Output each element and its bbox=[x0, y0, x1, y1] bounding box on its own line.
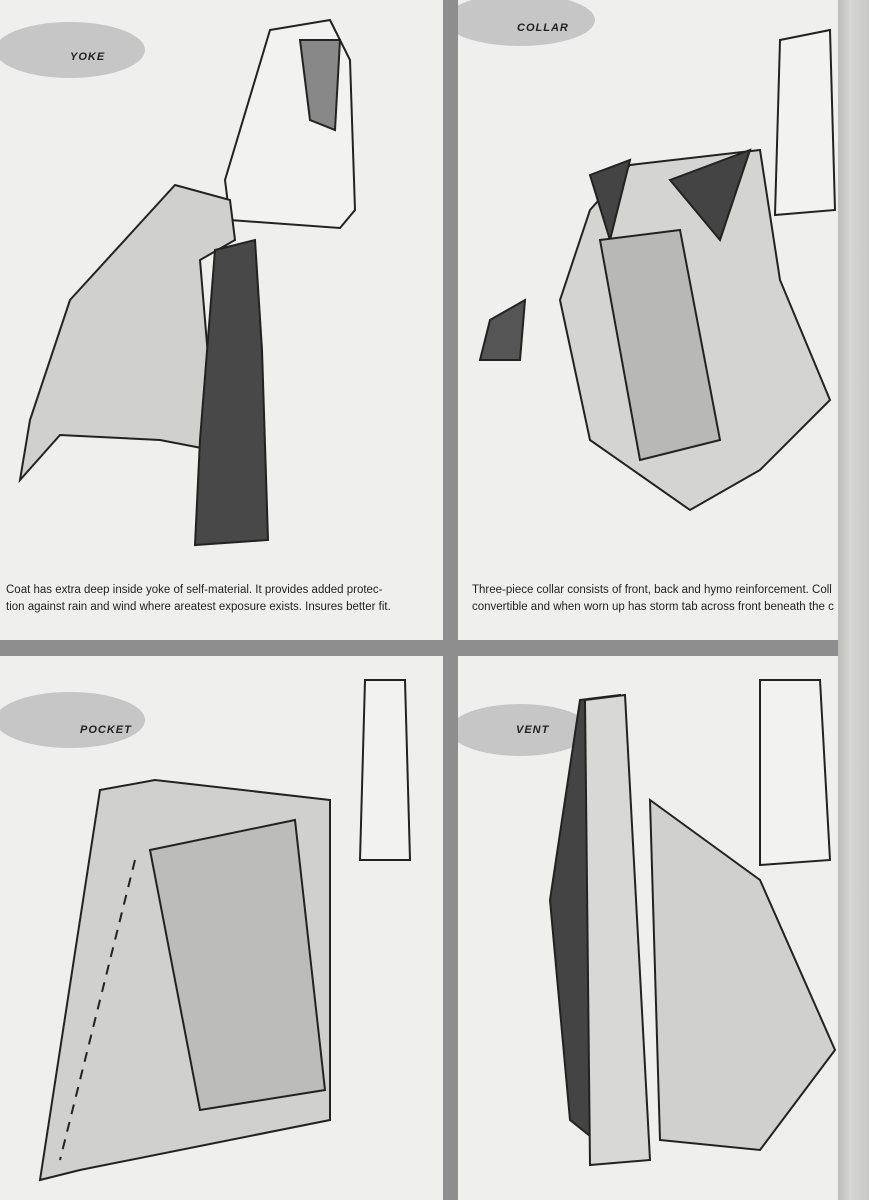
caption-line: convertible and when worn up has storm t… bbox=[472, 601, 834, 613]
horizontal-divider bbox=[0, 640, 838, 656]
caption-line: Three-piece collar consists of front, ba… bbox=[472, 584, 832, 596]
yoke-illustration bbox=[18, 18, 357, 547]
yoke-caption: Coat has extra deep inside yoke of self-… bbox=[6, 582, 391, 616]
vent-illustration bbox=[548, 679, 837, 1167]
pocket-label: POCKET bbox=[80, 724, 132, 736]
collar-illustration bbox=[478, 28, 837, 512]
page-edge bbox=[838, 0, 869, 1200]
vertical-divider bbox=[443, 0, 458, 1200]
vent-label: VENT bbox=[516, 724, 550, 736]
pocket-illustration bbox=[38, 679, 412, 1182]
collar-label: COLLAR bbox=[517, 22, 569, 34]
caption-line: Coat has extra deep inside yoke of self-… bbox=[6, 584, 383, 596]
yoke-label: YOKE bbox=[70, 51, 106, 63]
collar-caption: Three-piece collar consists of front, ba… bbox=[472, 582, 838, 616]
caption-line: tion against rain and wind where areates… bbox=[6, 601, 391, 613]
rain-clouds bbox=[0, 0, 595, 756]
